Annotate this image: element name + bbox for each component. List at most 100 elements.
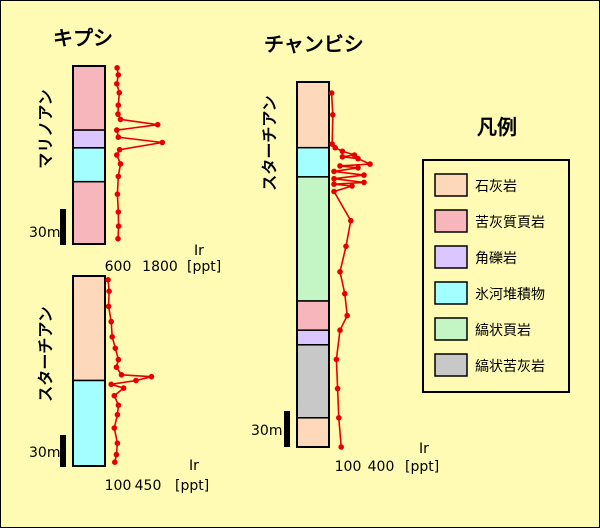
kipushi-marinoan-ir-curve — [114, 65, 166, 242]
legend-swatch-1 — [434, 209, 468, 233]
column-0-layer-1 — [72, 129, 106, 149]
column-2-layer-5 — [296, 344, 330, 419]
ir-point-2-19 — [343, 243, 349, 250]
ir-point-1-5 — [112, 345, 119, 352]
ir-point-1-6 — [115, 356, 122, 363]
ir-point-1-9 — [148, 373, 155, 380]
scale-bar-chambishi — [284, 411, 290, 447]
ir-point-2-10 — [355, 165, 361, 171]
column-2-layer-2 — [296, 176, 330, 302]
ir-point-0-8 — [114, 127, 120, 133]
ir-point-2-23 — [337, 327, 343, 334]
column-0-layer-3 — [72, 180, 106, 245]
ir-point-1-17 — [114, 440, 121, 447]
ir-point-2-17 — [331, 188, 337, 195]
kipushi-marinoan-xlabel-unit: [ppt] — [187, 259, 221, 275]
ir-line-0 — [115, 67, 163, 239]
kipushi-marinoan-xlabel-ir: Ir — [194, 243, 204, 259]
ir-point-2-5 — [351, 152, 358, 158]
ir-point-1-14 — [115, 402, 122, 409]
scale-label-kipushi-marinoan: 30m — [29, 225, 60, 241]
ir-point-0-0 — [114, 65, 120, 71]
kipushi-marinoan-column — [72, 65, 106, 245]
ir-point-1-7 — [113, 364, 120, 371]
chambishi-title: チャンビシ — [264, 32, 364, 56]
ir-point-2-12 — [361, 172, 367, 178]
column-1-layer-0 — [72, 275, 106, 382]
ir-point-2-13 — [331, 175, 337, 182]
ir-point-0-18 — [115, 235, 121, 242]
ir-point-0-1 — [115, 72, 122, 78]
ir-point-2-20 — [337, 269, 343, 275]
ir-point-0-11 — [116, 146, 123, 153]
ir-point-2-21 — [342, 290, 348, 297]
ir-point-0-7 — [154, 121, 161, 128]
scale-label-chambishi: 30m — [251, 423, 282, 439]
column-0-outline — [72, 65, 106, 245]
kipushi-sturtian-xlabel-unit: [ppt] — [175, 478, 209, 494]
kipushi-sturtian-xtick-1: 100 — [105, 478, 132, 494]
legend-label-3: 氷河堆積物 — [475, 287, 545, 303]
ir-point-1-8 — [118, 372, 125, 378]
legend-label-2: 角礫岩 — [475, 251, 517, 267]
kipushi-title: キプシ — [53, 26, 113, 50]
scale-label-kipushi-sturtian: 30m — [29, 445, 60, 461]
column-2-layer-0 — [296, 81, 330, 149]
ir-point-2-3 — [332, 144, 339, 151]
ir-point-2-4 — [339, 148, 346, 155]
ir-point-0-14 — [115, 173, 122, 180]
kipushi-sturtian-label: スターチアン — [36, 306, 55, 401]
kipushi-sturtian-xlabel-ir: Ir — [189, 458, 199, 474]
ir-point-2-18 — [348, 217, 354, 224]
ir-point-0-12 — [114, 152, 120, 158]
column-1-layer-1 — [72, 379, 106, 467]
ir-point-2-14 — [361, 179, 367, 186]
ir-point-1-0 — [105, 277, 111, 283]
ir-point-2-22 — [344, 312, 351, 319]
ir-line-1 — [107, 279, 152, 463]
ir-point-2-6 — [339, 154, 346, 160]
ir-point-1-11 — [108, 381, 114, 388]
legend-label-5: 縞状苦灰岩 — [475, 358, 545, 375]
ir-point-1-15 — [114, 411, 121, 418]
ir-point-2-15 — [331, 181, 337, 187]
kipushi-sturtian-xtick-2: 450 — [135, 478, 162, 494]
ir-point-1-19 — [112, 459, 118, 466]
ir-point-1-1 — [106, 288, 112, 295]
chambishi-xlabel-ir: Ir — [419, 441, 429, 457]
ir-point-1-12 — [120, 385, 127, 391]
chambishi-xlabel-unit: [ppt] — [405, 459, 439, 475]
chambishi-xtick-1: 100 — [335, 459, 362, 475]
ir-point-1-13 — [111, 392, 118, 399]
ir-point-2-16 — [349, 183, 355, 189]
ir-point-2-25 — [334, 385, 341, 392]
ir-point-0-3 — [116, 89, 123, 96]
ir-point-0-5 — [115, 111, 121, 117]
ir-point-1-4 — [109, 334, 115, 340]
kipushi-sturtian-column — [72, 275, 106, 467]
kipushi-marinoan-xtick-2: 1800 — [142, 259, 178, 275]
legend-title: 凡例 — [477, 115, 517, 139]
ir-point-2-1 — [330, 112, 336, 118]
chambishi-column — [296, 81, 330, 448]
chambishi-xtick-2: 400 — [368, 459, 395, 475]
kipushi-sturtian-ir-curve — [105, 277, 155, 466]
column-2-layer-1 — [296, 146, 330, 178]
legend-swatch-2 — [434, 245, 468, 269]
ir-point-0-9 — [115, 134, 122, 140]
chambishi-sturtian-label: スターチアン — [260, 95, 279, 190]
ir-point-2-8 — [367, 161, 373, 167]
ir-point-0-4 — [115, 102, 122, 108]
ir-point-0-13 — [117, 161, 124, 167]
ir-point-0-6 — [117, 116, 124, 123]
ir-point-2-9 — [337, 163, 343, 169]
column-2-layer-6 — [296, 417, 330, 448]
legend-label-0: 石灰岩 — [475, 179, 517, 195]
column-0-layer-0 — [72, 65, 106, 131]
ir-point-0-16 — [115, 209, 122, 215]
column-1-outline — [72, 275, 106, 467]
ir-point-1-18 — [113, 451, 120, 458]
